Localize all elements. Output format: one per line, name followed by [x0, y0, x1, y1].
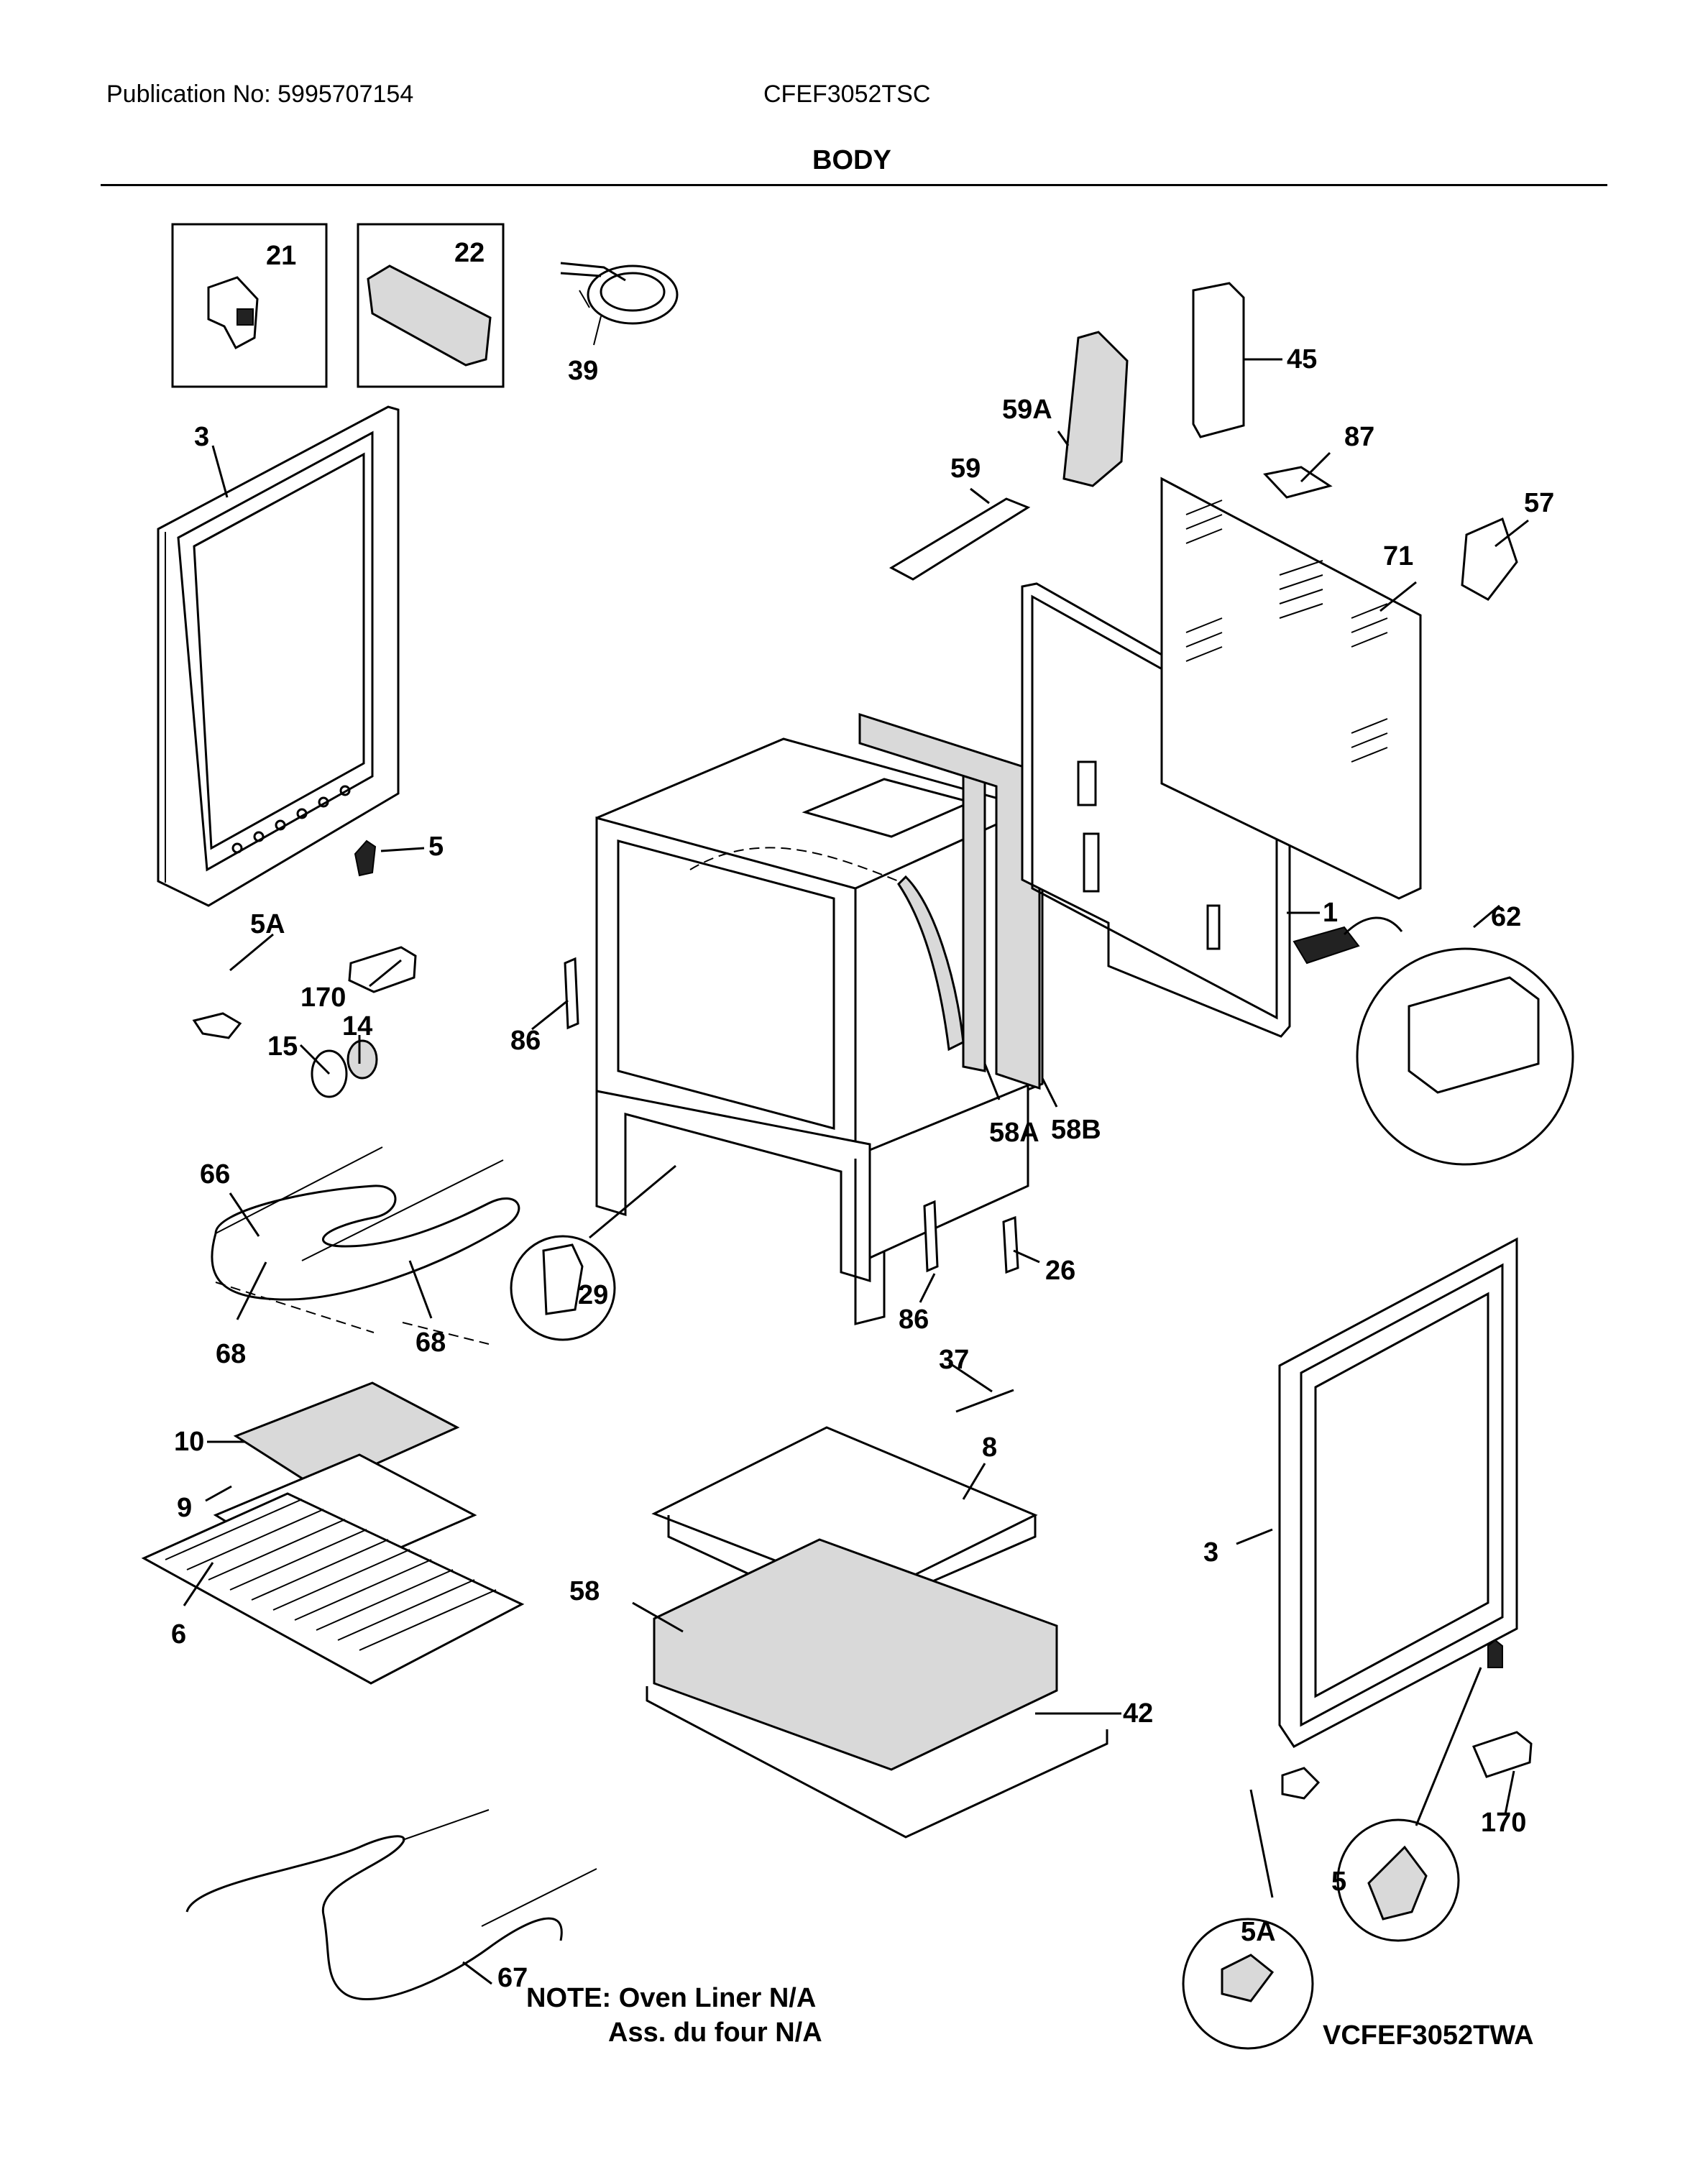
callout-45: 45: [1287, 344, 1317, 374]
parts-broiler-pan-and-rack: [141, 1381, 525, 1685]
part-3-left-side-panel: [157, 405, 400, 907]
callout-15: 15: [267, 1031, 298, 1062]
part-3-right-side-panel: [1278, 1237, 1518, 1748]
part-66-bake-element: [211, 1146, 520, 1345]
callout-68-right: 68: [415, 1328, 446, 1358]
callout-71: 71: [1383, 541, 1413, 571]
model-number: CFEF3052TSC: [763, 80, 931, 108]
header-divider: [101, 184, 1607, 186]
callout-37: 37: [939, 1345, 969, 1375]
callout-5-right: 5: [1331, 1867, 1346, 1897]
callout-59a: 59A: [1002, 395, 1052, 425]
diagram-code: VCFEF3052TWA: [1323, 2020, 1534, 2051]
callout-3-left: 3: [194, 422, 209, 452]
callout-68-left: 68: [216, 1339, 246, 1369]
callout-6: 6: [171, 1619, 186, 1650]
small-brackets: [510, 957, 1019, 1413]
callout-67: 67: [497, 1963, 528, 1993]
oven-cavity-body: [595, 737, 1044, 1161]
section-title: BODY: [812, 145, 891, 175]
callout-14: 14: [342, 1011, 372, 1041]
callout-22: 22: [454, 238, 485, 268]
callout-58: 58: [569, 1576, 600, 1606]
callout-86-lower: 86: [899, 1305, 929, 1335]
callout-5a-left: 5A: [250, 909, 285, 939]
part-39-power-cord: [560, 262, 679, 346]
note-line-1: NOTE: Oven Liner N/A: [526, 1983, 816, 2013]
right-small-parts: [1182, 1639, 1533, 2050]
publication-number: Publication No: 5995707154: [106, 80, 414, 108]
callout-87: 87: [1344, 422, 1374, 452]
note-line-2: Ass. du four N/A: [608, 2018, 822, 2048]
leader-lines: [183, 290, 1529, 1985]
part-21-inset: [171, 223, 328, 388]
callout-21: 21: [266, 241, 296, 271]
callout-10: 10: [174, 1427, 204, 1457]
callout-58b: 58B: [1051, 1115, 1101, 1145]
callout-labels: 21 22 39 45 59A 87 59 57 71 3 5 1 62 5A …: [171, 238, 1554, 1993]
callout-58a: 58A: [989, 1118, 1039, 1148]
callout-59: 59: [950, 454, 981, 484]
callout-29: 29: [578, 1280, 608, 1310]
callout-57: 57: [1524, 488, 1554, 518]
callout-42: 42: [1123, 1698, 1153, 1729]
callout-3-right: 3: [1203, 1537, 1218, 1568]
callout-9: 9: [177, 1493, 192, 1523]
callout-26: 26: [1045, 1256, 1075, 1286]
part-67-broil-element: [185, 1809, 597, 2001]
oven-bottom-parts: [646, 1426, 1108, 1839]
part-71-rear-panel: [1160, 477, 1422, 900]
callout-170-right: 170: [1481, 1808, 1526, 1838]
callout-5-left: 5: [428, 832, 444, 862]
small-parts-left: [192, 840, 417, 1098]
callout-170-left: 170: [300, 983, 346, 1013]
part-22-inset: [357, 223, 505, 388]
callout-8: 8: [982, 1432, 997, 1463]
callout-39: 39: [568, 356, 598, 386]
callout-66: 66: [200, 1159, 230, 1190]
callout-86-upper: 86: [510, 1026, 541, 1056]
part-62-terminal-block: [1293, 916, 1574, 1166]
callout-1: 1: [1323, 898, 1338, 928]
lower-body-frame: [595, 1083, 1029, 1325]
callout-62: 62: [1491, 902, 1521, 932]
callout-5a-right: 5A: [1241, 1917, 1276, 1947]
